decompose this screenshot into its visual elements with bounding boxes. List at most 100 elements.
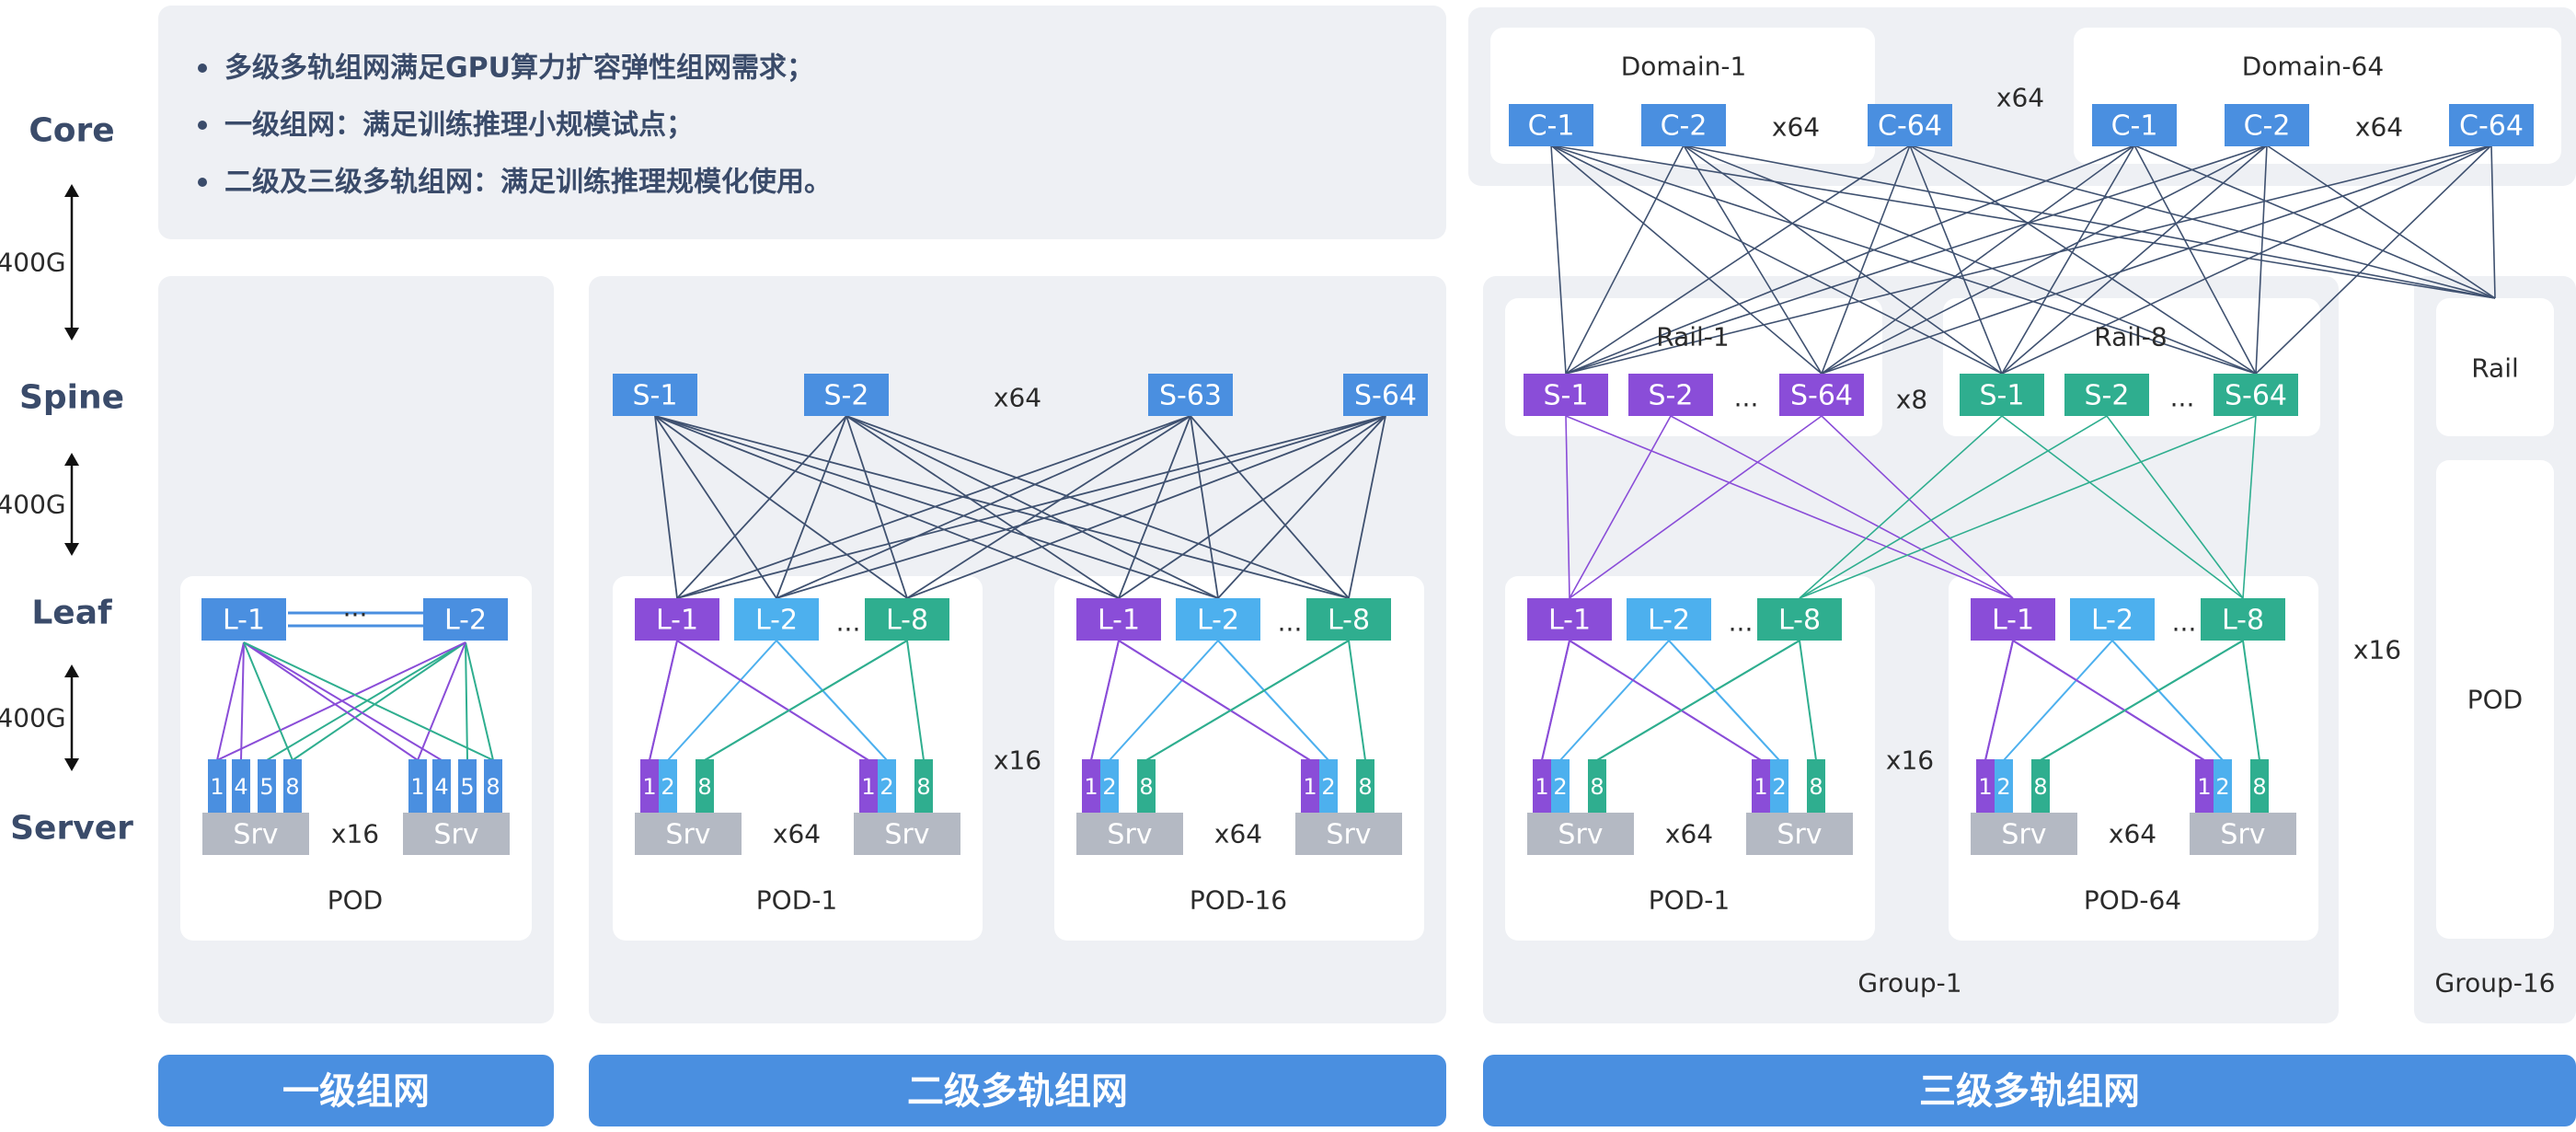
tier2-spine-3-label: S-63 [1159,380,1222,412]
tier3-core-side-link-1 [1683,144,2496,299]
tier2-spine-link-0-3 [654,415,1120,599]
tier3-core-link-0-2 [1550,144,2003,375]
rail8-spine-2-label: S-2 [2085,380,2130,412]
tier2-spine-link-0-5 [654,415,1350,599]
tier2-pod16-leaf-l8 [1306,598,1391,641]
tier2-pod1-srv-1-port-1 [859,759,878,813]
tier3-core-link-5-3 [2255,144,2492,375]
tier2-spine-multiplier: x64 [994,383,1041,413]
tier2-spine-link-1-1 [776,415,847,599]
tier2-pod16-srv-b-label: Srv [1326,819,1371,851]
tier3-core-side-link-0 [1550,144,2496,299]
tier2-pod16-link-0-1 [1109,640,1219,761]
tier3-pod1-srv-b [1746,813,1853,855]
rail1-spine-2-label: S-2 [1649,380,1694,412]
tier2-pod1-srv-1-port-1-label: 1 [861,774,875,800]
side-pod-label: POD [2467,685,2523,715]
tier1-leaf-l2 [423,598,508,641]
tier3-core-link-1-0 [1565,144,1685,375]
tier2-pod1-xlink-2 [704,640,908,761]
tier3-pod64-srv-b [2190,813,2296,855]
tier3-pod64-xlink-2 [2040,640,2244,761]
tier3-pod64-srv-b-label: Srv [2220,819,2265,851]
tier3-core-link-1-1 [1683,144,1823,375]
side-rail-label: Rail [2471,353,2519,384]
tier3-pod64-label: POD-64 [2084,885,2181,916]
tier2-pod16-link-a0b [1090,640,1120,761]
tier2-spine-link-2-0 [676,415,1191,599]
tier2-spine-link-0-0 [654,415,678,599]
tier3-pod64-srv-a [1971,813,2077,855]
tier2-pod16-leaf-l2 [1176,598,1260,641]
tier1-srv-a-port-2 [232,759,250,813]
tier3-pod1-leaf-l8 [1757,598,1842,641]
tier2-pod16-leaf-l2-label: L-2 [1197,605,1239,637]
tier3-pod64-srv-1-port-1-label: 1 [2197,774,2211,800]
tier3-pod1-srv-a [1527,813,1634,855]
tier2-pod16-srv-a [1076,813,1183,855]
tier2-pod16-srv-b [1295,813,1402,855]
tier2-spine-link-2-2 [906,415,1191,599]
tier3-rail1-link-b-0 [1565,415,2014,599]
tier3-pod64-link-0-1 [2003,640,2113,761]
tier3-pod-multiplier: x16 [1886,745,1934,776]
domain64-core-1-label: C-1 [2111,110,2158,143]
tier1-srv-b-port-3 [458,759,477,813]
tier3-pod1-link-1-2 [1799,640,1817,761]
tier2-pod16-srv-1-port-2-label: 2 [1321,774,1335,800]
tier2-pod1-srv-0-port-1-label: 1 [642,774,656,800]
tier3-pod1-xlink-2 [1596,640,1800,761]
tier2-spine-link-2-1 [776,415,1191,599]
tier3-core-link-0-3 [1550,144,2257,375]
tier1-srv-b-port-1-label: 1 [410,774,424,800]
footer-bar-2 [589,1055,1446,1126]
tier3-pod1-srv-1-port-2 [1770,759,1788,813]
tier3-core-link-4-1 [1821,144,2268,375]
rail8-spine-1 [1960,374,2044,416]
tier2-pod16-srv-1-port-1-label: 1 [1303,774,1317,800]
tier2-pod16-link-1-2 [1348,640,1366,761]
tier2-spine-3 [1148,374,1233,416]
domain1-core-1-label: C-1 [1528,110,1575,143]
tier3-core-link-0-0 [1550,144,1567,375]
tier3-pod1-srv-0-port-2 [1551,759,1570,813]
tier2-pod1-leaf-dots: ... [836,607,861,638]
tier1-leaf-l2-label: L-2 [444,605,487,637]
tier2-spine-1-label: S-1 [633,380,678,412]
tier3-rail8-link-a-1 [1799,415,2108,599]
domain1-core-3 [1868,104,1952,146]
tier3-core-side-link-4 [2266,144,2496,299]
side-rail-panel [2436,298,2554,436]
tier3-core-link-2-3 [1909,144,2257,375]
tier1-srv-a-port-1 [208,759,226,813]
level-label-leaf: Leaf [31,595,112,632]
tier3-rail8-link-a-2 [1799,415,2257,599]
tier3-pod1-leaf-l8-label: L-8 [1778,605,1821,637]
tier1-srv-a-port-4-label: 8 [285,774,299,800]
tier2-spine-2 [804,374,889,416]
tier1-srv-b-port-1 [408,759,427,813]
tier3-pod64-leaf-dots: ... [2172,607,2197,638]
tier2-spine-link-3-0 [676,415,1386,599]
footer-bar-3 [1483,1055,2576,1126]
tier2-pod1-srv-0-port-3 [696,759,714,813]
tier2-spine-link-2-3 [1118,415,1191,599]
tier3-pod1-srv-0-port-1 [1533,759,1551,813]
domain-1-label: Domain-1 [1621,52,1747,82]
notes-panel [158,6,1446,239]
note-bullet-1 [198,64,207,73]
tier3-pod1-leaf-l2 [1627,598,1711,641]
bandwidth-label-3: 400G [0,703,66,733]
tier3-pod64-srv-multiplier: x64 [2109,819,2156,849]
bandwidth-arrow-2-head-bottom [64,543,79,556]
bandwidth-arrow-3-head-bottom [64,758,79,771]
domain64-core-3-label: C-64 [2459,110,2524,143]
tier1-srv-a-port-3 [258,759,276,813]
tier1-link-a-4 [243,641,419,761]
tier2-pod1-leaf-l2-label: L-2 [755,605,798,637]
group-1-label: Group-1 [1857,968,1961,999]
tier3-core-side-link-5 [2490,144,2496,299]
tier1-link-b-7 [243,641,494,761]
domain-multiplier: x64 [1996,83,2044,113]
tier3-rail1-link-b-1 [1670,415,2014,599]
